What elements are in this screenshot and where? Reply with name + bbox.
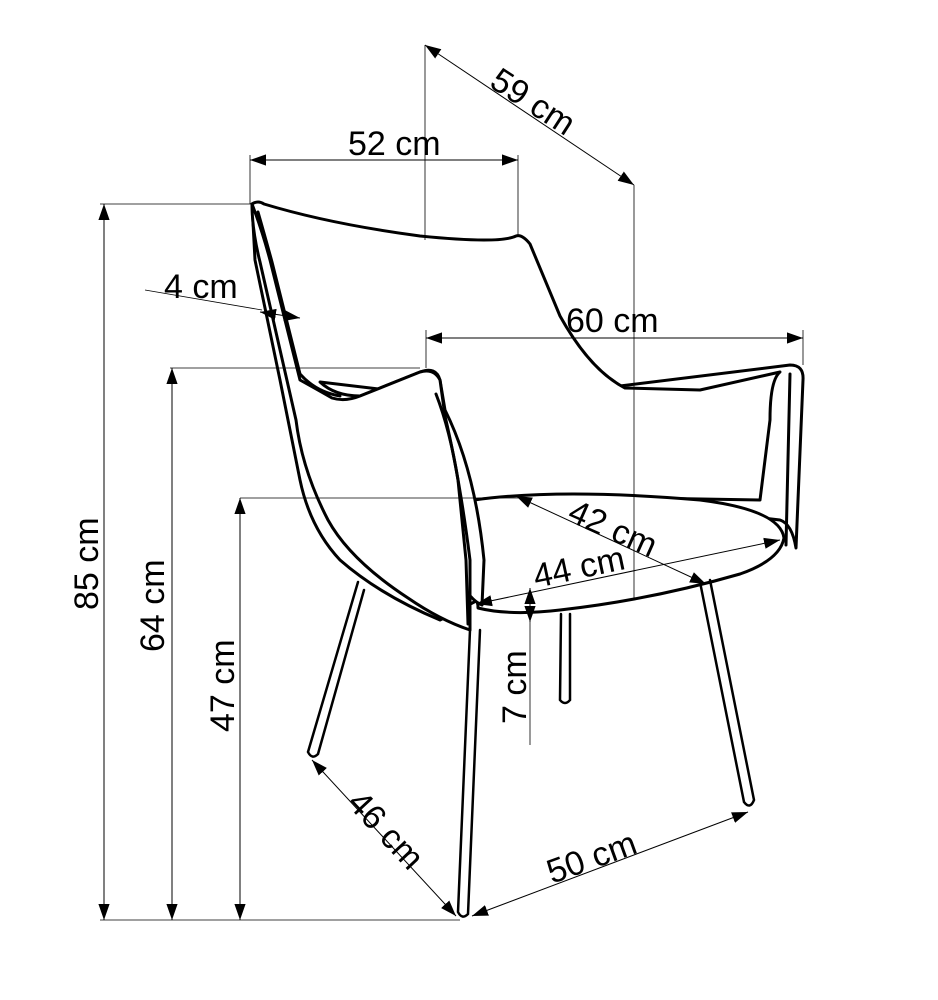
dimension-lines: [98, 44, 803, 920]
back-thickness-dim-line: [259, 308, 301, 322]
right-armrest-edge: [784, 372, 792, 547]
extension-lines: [100, 45, 804, 921]
total-height-label: 85 cm: [68, 517, 106, 610]
seat-height-label: 47 cm: [204, 639, 242, 732]
base-width-label: 50 cm: [542, 824, 642, 891]
armrest-height-label: 64 cm: [134, 559, 172, 652]
base-width-dim-line: [471, 811, 749, 917]
armrest-front-line: [434, 392, 470, 626]
front-left-leg: [456, 628, 482, 918]
front-right-leg: [698, 578, 756, 807]
chair-drawing: [250, 200, 805, 918]
left-side-panel: [250, 202, 472, 632]
back-thickness-label: 4 cm: [164, 268, 238, 306]
back-right-leg: [558, 612, 572, 705]
base-depth-dim-line: [311, 759, 457, 917]
seat-thickness-label: 7 cm: [496, 650, 534, 724]
depth-label: 59 cm: [484, 61, 582, 143]
depth-dim-line: [424, 44, 635, 186]
back-width-label: 52 cm: [348, 125, 441, 163]
back-left-leg: [306, 580, 366, 758]
total-width-label: 60 cm: [566, 302, 659, 340]
base-depth-label: 46 cm: [340, 784, 431, 878]
